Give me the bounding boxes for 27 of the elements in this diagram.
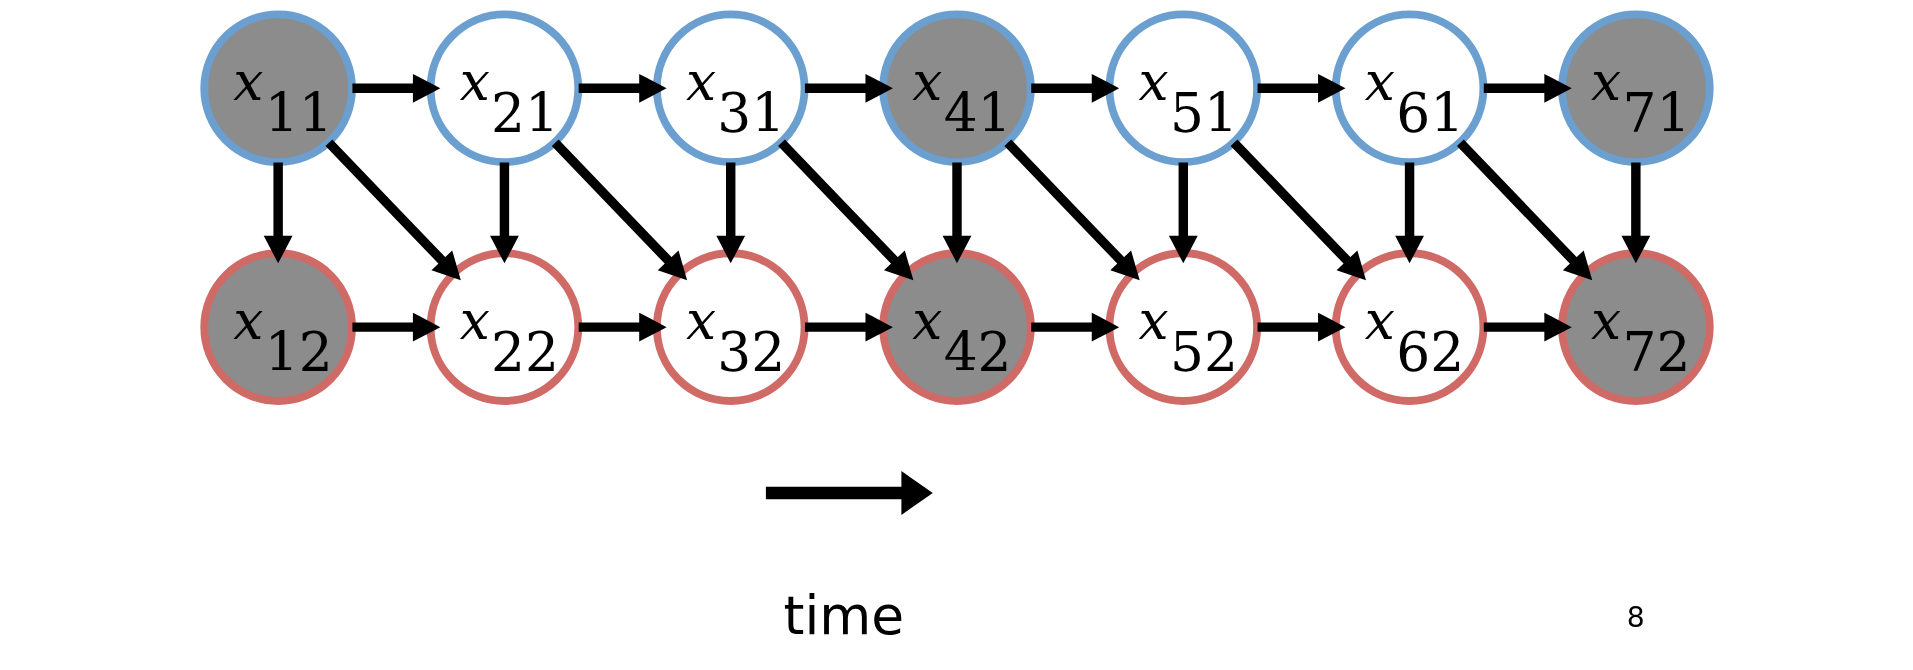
arrow [804,73,893,103]
arrow [1003,139,1140,281]
arrow [1456,139,1592,281]
label: time [783,583,904,647]
arrow [1394,162,1424,264]
arrow [1030,312,1119,342]
arrow [1620,162,1650,264]
label: 8 [1626,601,1645,635]
arrow [578,73,667,103]
arrow [578,312,667,342]
arrow [1257,312,1345,342]
arrow [1230,139,1366,281]
arrow [351,312,440,342]
arrow [325,139,461,281]
arrow [942,162,971,264]
arrow [1168,162,1198,264]
arrow [804,312,893,342]
arrow [1257,73,1345,103]
arrow [715,162,745,264]
arrow [551,139,687,281]
arrow [351,73,440,103]
arrow [263,162,293,264]
arrow [777,139,913,281]
arrow [1030,73,1119,103]
arrow [1483,73,1572,103]
arrow [1483,312,1572,342]
arrow [489,162,519,264]
